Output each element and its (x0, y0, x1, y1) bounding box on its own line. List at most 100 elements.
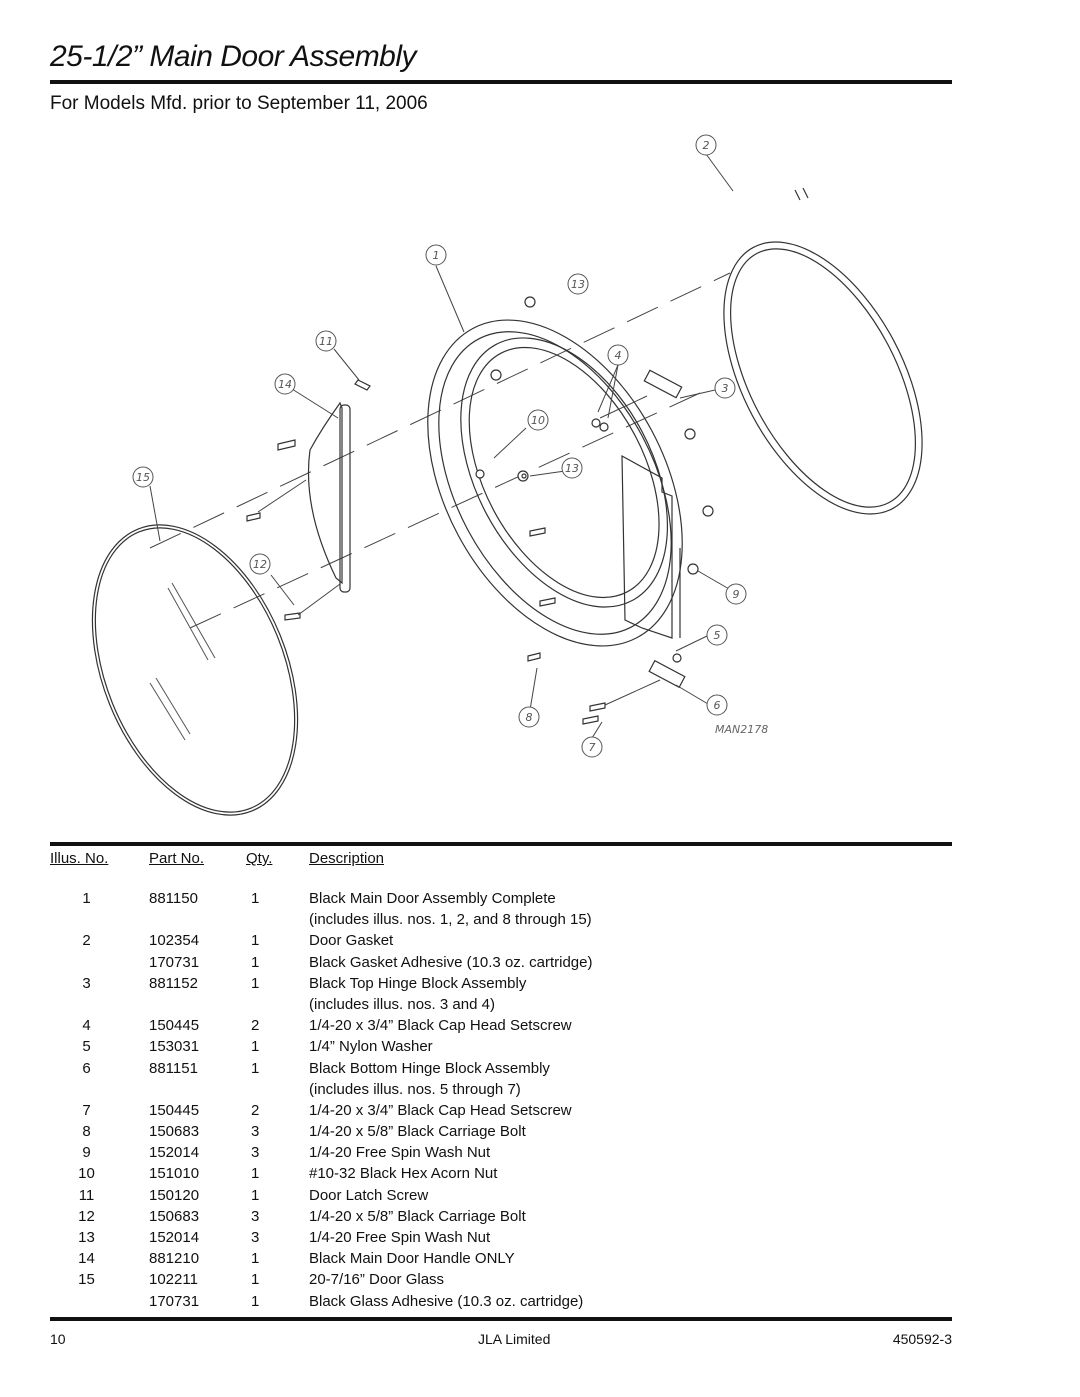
illus-no-cell: 3 (82, 974, 91, 992)
qty-cell (246, 911, 309, 932)
qty-cell: 1 (251, 1038, 260, 1056)
illus-no-cell (50, 1293, 149, 1314)
door-handle-part (307, 401, 351, 593)
footer-brand: JLA Limited (478, 1331, 551, 1347)
description-cell: Door Latch Screw (309, 1186, 429, 1204)
description-cell: (includes illus. nos. 5 through 7) (309, 1080, 521, 1098)
description-cell: Black Top Hinge Block Assembly (309, 974, 527, 992)
centerline-dashes (149, 272, 731, 629)
illus-no-cell: 5 (82, 1038, 91, 1056)
title-rule (50, 80, 952, 84)
description-cell: Black Main Door Assembly Complete (309, 890, 556, 907)
qty-cell: 1 (251, 890, 260, 907)
header-qty: Qty. (246, 850, 273, 867)
illus-no-cell: 11 (78, 1186, 95, 1204)
illus-no-cell: 9 (82, 1144, 91, 1162)
description-cell: 20-7/16” Door Glass (309, 1271, 445, 1289)
door-ring-part (427, 319, 683, 647)
table-row: 2 102354 1 Door Gasket (50, 932, 592, 953)
callout-8: 8 (526, 711, 533, 724)
callout-10: 10 (531, 414, 545, 427)
qty-cell: 3 (251, 1229, 260, 1246)
door-gasket-part (723, 241, 923, 515)
callout-13a: 13 (565, 462, 579, 475)
description-cell: Door Gasket (309, 932, 394, 950)
callout-4: 4 (615, 349, 622, 362)
header-description: Description (309, 850, 385, 867)
qty-cell: 1 (251, 1165, 260, 1183)
illus-no-cell (50, 996, 149, 1017)
table-row: 11 150120 1 Door Latch Screw (50, 1187, 592, 1208)
table-row: 170731 1 Black Glass Adhesive (10.3 oz. ca… (50, 1293, 592, 1314)
illus-no-cell: 2 (82, 932, 91, 950)
description-cell: Black Main Door Handle ONLY (309, 1250, 515, 1268)
callout-circles (132, 134, 747, 758)
callout-1: 1 (433, 249, 440, 262)
table-row: (includes illus. nos. 5 through 7) (50, 1081, 592, 1102)
description-cell: (includes illus. nos. 3 and 4) (309, 995, 495, 1013)
table-row: (includes illus. nos. 3 and 4) (50, 996, 592, 1017)
table-row: 10 151010 1 #10-32 Black Hex Acorn Nut (50, 1165, 592, 1186)
header-part-no: Part No. (149, 850, 205, 867)
door-glass-part (91, 524, 299, 816)
description-cell: 1/4-20 x 5/8” Black Carriage Bolt (309, 1123, 526, 1141)
illus-no-cell: 8 (82, 1123, 91, 1141)
part-no-cell (149, 1081, 246, 1102)
callout-14: 14 (278, 378, 292, 391)
illus-no-cell: 6 (82, 1059, 91, 1077)
part-no-cell: 102354 (149, 932, 200, 950)
table-row: 6 881151 1 Black Bottom Hinge Block Assembl… (50, 1060, 592, 1081)
callout-3: 3 (722, 382, 729, 395)
callout-labels: 1 2 3 4 5 6 7 8 9 10 11 12 13 13 14 15 (136, 139, 740, 754)
qty-cell: 1 (251, 953, 260, 971)
qty-cell: 3 (251, 1123, 260, 1141)
illus-no-cell: 7 (82, 1101, 91, 1119)
part-no-cell: 881210 (149, 1250, 200, 1268)
qty-cell: 1 (251, 932, 260, 950)
part-no-cell: 153031 (149, 1038, 200, 1056)
part-no-cell: 152014 (149, 1144, 200, 1162)
hinge-plate-part (621, 454, 681, 639)
top-hinge-block (643, 369, 683, 399)
callout-2: 2 (703, 139, 710, 152)
illus-no-cell: 10 (78, 1165, 95, 1183)
part-no-cell: 881150 (149, 890, 198, 907)
page-subtitle: For Models Mfd. prior to September 11, 2… (50, 93, 428, 114)
qty-cell: 3 (251, 1207, 260, 1225)
table-row: 1 881150 1 Black Main Door Assembly Complet… (50, 890, 592, 911)
description-cell: 1/4-20 x 5/8” Black Carriage Bolt (309, 1207, 526, 1225)
illus-no-cell (50, 954, 149, 975)
illus-no-cell: 14 (78, 1250, 95, 1268)
illus-no-cell (50, 911, 149, 932)
qty-cell: 1 (251, 1250, 260, 1268)
part-no-cell (149, 911, 246, 932)
part-no-cell: 151010 (149, 1165, 200, 1183)
description-cell: 1/4-20 Free Spin Wash Nut (309, 1229, 491, 1246)
qty-cell: 1 (251, 1292, 260, 1310)
description-cell: Black Glass Adhesive (10.3 oz. cartridge… (309, 1292, 584, 1310)
description-cell: 1/4-20 Free Spin Wash Nut (309, 1144, 491, 1162)
part-no-cell: 881151 (149, 1059, 198, 1077)
part-no-cell: 170731 (149, 1292, 200, 1310)
part-no-cell: 150120 (149, 1186, 200, 1204)
description-cell: 1/4-20 x 3/4” Black Cap Head Setscrew (309, 1101, 572, 1119)
description-cell: 1/4” Nylon Washer (309, 1038, 433, 1056)
page-number: 10 (50, 1331, 66, 1347)
description-cell: #10-32 Black Hex Acorn Nut (309, 1165, 498, 1183)
illus-no-cell: 1 (82, 890, 91, 907)
description-cell: Black Bottom Hinge Block Assembly (309, 1059, 550, 1077)
qty-cell: 1 (251, 1186, 260, 1204)
qty-cell: 1 (251, 1059, 260, 1077)
table-bottom-rule (50, 1317, 952, 1321)
qty-cell: 2 (251, 1101, 260, 1119)
part-no-cell (149, 996, 246, 1017)
illus-no-cell: 4 (82, 1017, 91, 1035)
